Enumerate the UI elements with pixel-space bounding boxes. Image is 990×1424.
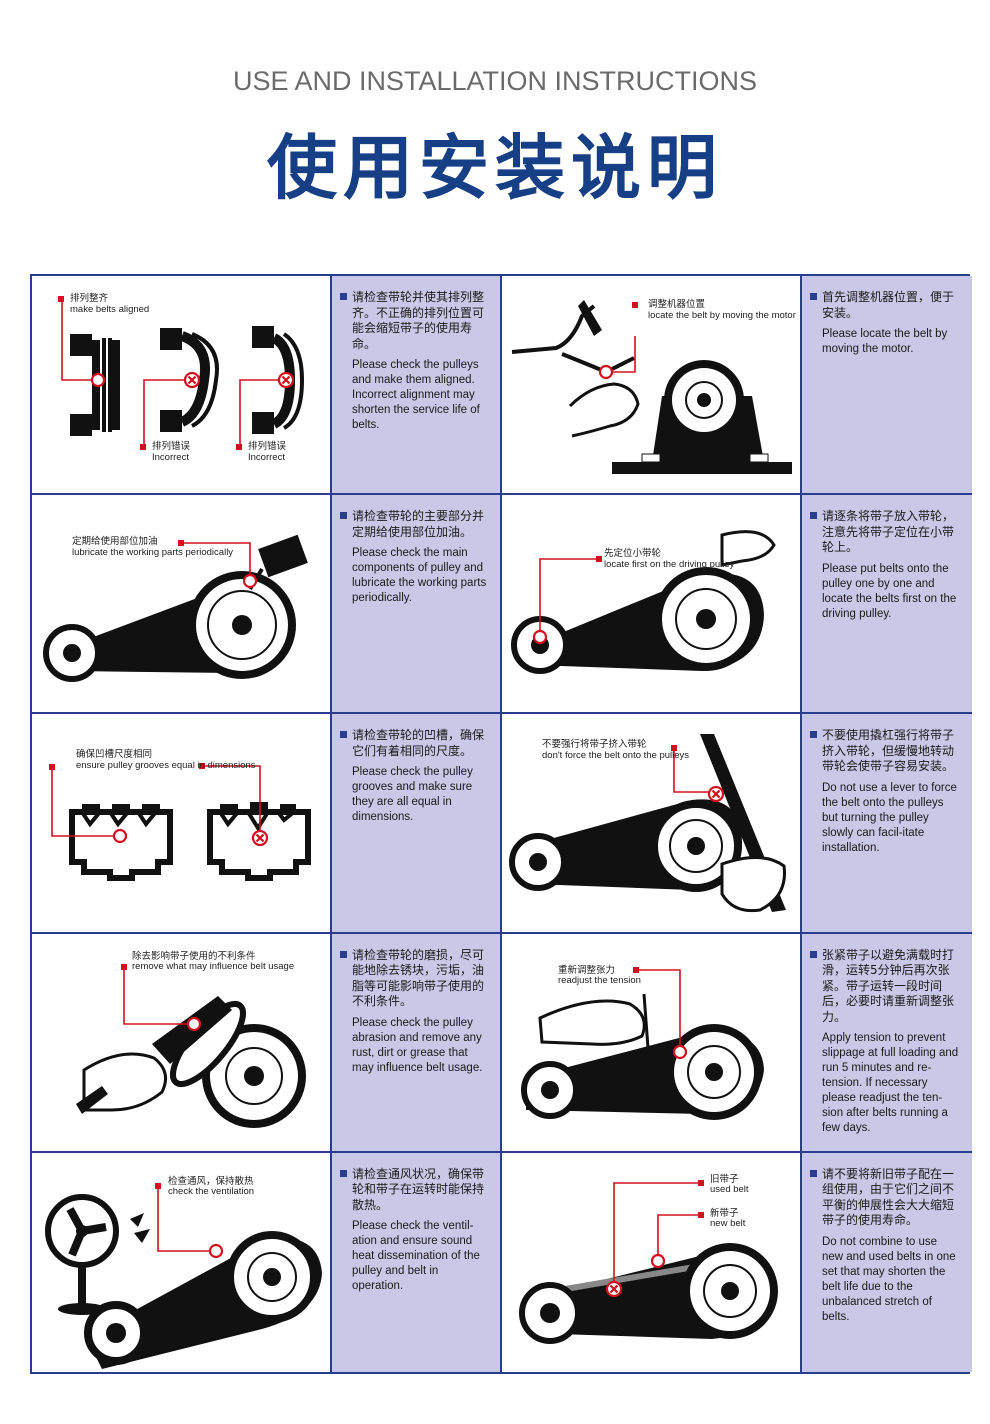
- step-2-text-panel: 首先调整机器位置，便于安装。 Please locate the belt by…: [802, 276, 972, 496]
- step-3-text-cn: 请检查带轮的主要部分并定期给使用部位加油。: [340, 509, 488, 540]
- ventilation-diagram: [45, 1182, 322, 1369]
- belt-alignment-diagram: [58, 296, 305, 450]
- step-5-text-cn: 请检查带轮的凹槽，确保它们有着相同的尺度。: [340, 728, 488, 759]
- step-6-text-panel: 不要使用撬杠强行将带子挤入带轮，但缓慢地转动带轮会使带子容易安装。 Do not…: [802, 714, 972, 934]
- lubricate-pulley-diagram: [43, 534, 308, 683]
- step-8-text-panel: 张紧带子以避免满载时打滑，运转5分钟后再次张紧。带子运转一段时间后，必要时请重新…: [802, 933, 972, 1153]
- locate-motor-diagram: [511, 300, 792, 474]
- step-10-text-panel: 请不要将新旧带子配在一组使用，由于它们之间不平衡的伸展性会大大缩短带子的使用寿命…: [802, 1152, 972, 1372]
- groove-dimension-diagram: [49, 763, 311, 882]
- step-4-text-en: Please put belts onto the pulley one by …: [822, 562, 957, 620]
- step-6-text-en: Do not use a lever to force the belt ont…: [822, 781, 957, 854]
- step-8-text-cn: 张紧带子以避免满载时打滑，运转5分钟后再次张紧。带子运转一段时间后，必要时请重新…: [810, 948, 960, 1026]
- retension-diagram: [521, 966, 764, 1120]
- clean-pulley-diagram: [76, 963, 306, 1128]
- step-7-text-panel: 请检查带轮的磨损，尽可能地除去锈块，污垢，油脂等可能影响带子使用的不利条件。 P…: [332, 933, 502, 1153]
- step-7-text-cn: 请检查带轮的磨损，尽可能地除去锈块，污垢，油脂等可能影响带子使用的不利条件。: [340, 948, 488, 1010]
- step-8-text-en: Apply tension to prevent slippage at ful…: [822, 1032, 959, 1135]
- old-new-belt-diagram: [519, 1179, 778, 1344]
- step-10-text-en: Do not combine to use new and used belts…: [822, 1235, 956, 1323]
- step-7-text-en: Please check the pulley abrasion and rem…: [352, 1016, 483, 1074]
- step-3-text-panel: 请检查带轮的主要部分并定期给使用部位加油。 Please check the m…: [332, 495, 502, 715]
- step-1-text-panel: 请检查带轮并使其排列整齐。不正确的排列位置可能会缩短带子的使用寿命。 Pleas…: [332, 276, 502, 496]
- page-title-english: USE AND INSTALLATION INSTRUCTIONS: [232, 66, 758, 96]
- step-6-text-cn: 不要使用撬杠强行将带子挤入带轮，但缓慢地转动带轮会使带子容易安装。: [810, 728, 960, 775]
- step-9-text-en: Please check the ventil-ation and ensure…: [352, 1220, 480, 1293]
- step-9-text-cn: 请检查通风状况，确保带轮和带子在运转时能保持散热。: [340, 1167, 488, 1214]
- step-10-text-cn: 请不要将新旧带子配在一组使用，由于它们之间不平衡的伸展性会大大缩短带子的使用寿命…: [810, 1167, 960, 1229]
- step-5-text-panel: 请检查带轮的凹槽，确保它们有着相同的尺度。 Please check the p…: [332, 714, 502, 934]
- page-title-chinese: 使用安装说明: [267, 127, 723, 209]
- step-9-text-panel: 请检查通风状况，确保带轮和带子在运转时能保持散热。 Please check t…: [332, 1152, 502, 1372]
- small-pulley-first-diagram: [511, 530, 776, 675]
- step-3-text-en: Please check the main components of pull…: [352, 547, 487, 605]
- step-1-text-cn: 请检查带轮并使其排列整齐。不正确的排列位置可能会缩短带子的使用寿命。: [340, 290, 488, 352]
- step-1-text-en: Please check the pulleys and make them a…: [352, 359, 480, 431]
- no-lever-diagram: [509, 734, 786, 913]
- step-4-text-cn: 请逐条将带子放入带轮，注意先将带子定位在小带轮上。: [810, 509, 960, 556]
- step-5-text-en: Please check the pulley grooves and make…: [352, 766, 473, 824]
- step-2-text-cn: 首先调整机器位置，便于安装。: [810, 290, 960, 321]
- step-4-text-panel: 请逐条将带子放入带轮，注意先将带子定位在小带轮上。 Please put bel…: [802, 495, 972, 715]
- step-2-text-en: Please locate the belt by moving the mot…: [822, 328, 948, 355]
